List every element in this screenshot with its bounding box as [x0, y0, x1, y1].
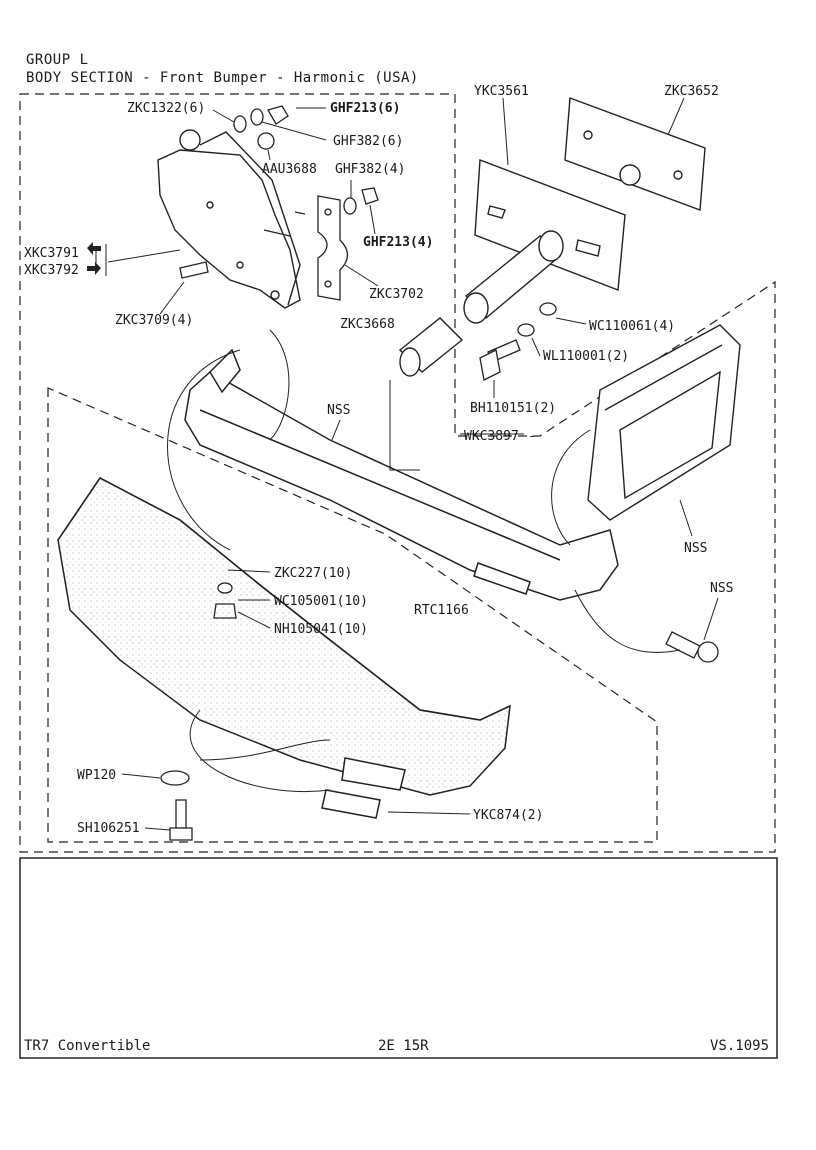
part-label: WC105001(10) — [274, 594, 368, 609]
footer-frame — [19, 857, 778, 1059]
bolt-drawings — [169, 261, 719, 841]
part-label: NSS — [710, 581, 733, 596]
part-label: ZKC3709(4) — [115, 313, 193, 328]
assembly-frame — [19, 93, 776, 853]
part-label: RTC1166 — [414, 603, 469, 618]
part-label: ZKC3668 — [340, 317, 395, 332]
part-label: GHF382(6) — [333, 134, 403, 149]
end-cap-drawing — [587, 324, 741, 521]
part-label: YKC874(2) — [473, 808, 543, 823]
part-label: NSS — [327, 403, 350, 418]
part-label: ZKC1322(6) — [127, 101, 205, 116]
part-label: YKC3561 — [474, 84, 529, 99]
bracket-plate-drawing — [157, 129, 306, 309]
part-label: ZKC227(10) — [274, 566, 352, 581]
part-label: ZKC3652 — [664, 84, 719, 99]
part-label: XKC3791 — [24, 246, 79, 261]
reinforcement-drawing — [398, 97, 706, 377]
leader-curves — [167, 329, 681, 792]
part-label: AAU3688 — [262, 162, 317, 177]
page-code: 2E 15R — [378, 1038, 429, 1054]
separator: - — [528, 429, 536, 444]
part-label: GHF213(4) — [363, 235, 433, 250]
part-label: GHF382(4) — [335, 162, 405, 177]
right-hand-arrow-icon — [87, 262, 101, 275]
section-title: BODY SECTION - Front Bumper - Harmonic (… — [26, 70, 419, 86]
part-label: GHF213(6) — [330, 101, 400, 116]
part-label: WC110061(4) — [589, 319, 675, 334]
part-label: XKC3792 — [24, 263, 79, 278]
group-label: GROUP L — [26, 52, 89, 68]
part-label: ZKC3702 — [369, 287, 424, 302]
rubber-bumper-drawing — [57, 477, 511, 819]
part-label: WKC3897 — [464, 429, 519, 444]
part-label: WP120 — [77, 768, 116, 783]
bumper-beam-drawing — [184, 348, 619, 601]
part-label: NSS — [684, 541, 707, 556]
model-name: TR7 Convertible — [24, 1038, 151, 1054]
part-label: SH106251 — [77, 821, 140, 836]
part-label: WL110001(2) — [543, 349, 629, 364]
part-label: NH105041(10) — [274, 622, 368, 637]
part-label: BH110151(2) — [470, 401, 556, 416]
label-leaders — [95, 97, 719, 831]
clip-drawing — [317, 195, 349, 301]
left-hand-arrow-icon — [87, 242, 101, 255]
document-ref: VS.1095 — [710, 1038, 770, 1054]
